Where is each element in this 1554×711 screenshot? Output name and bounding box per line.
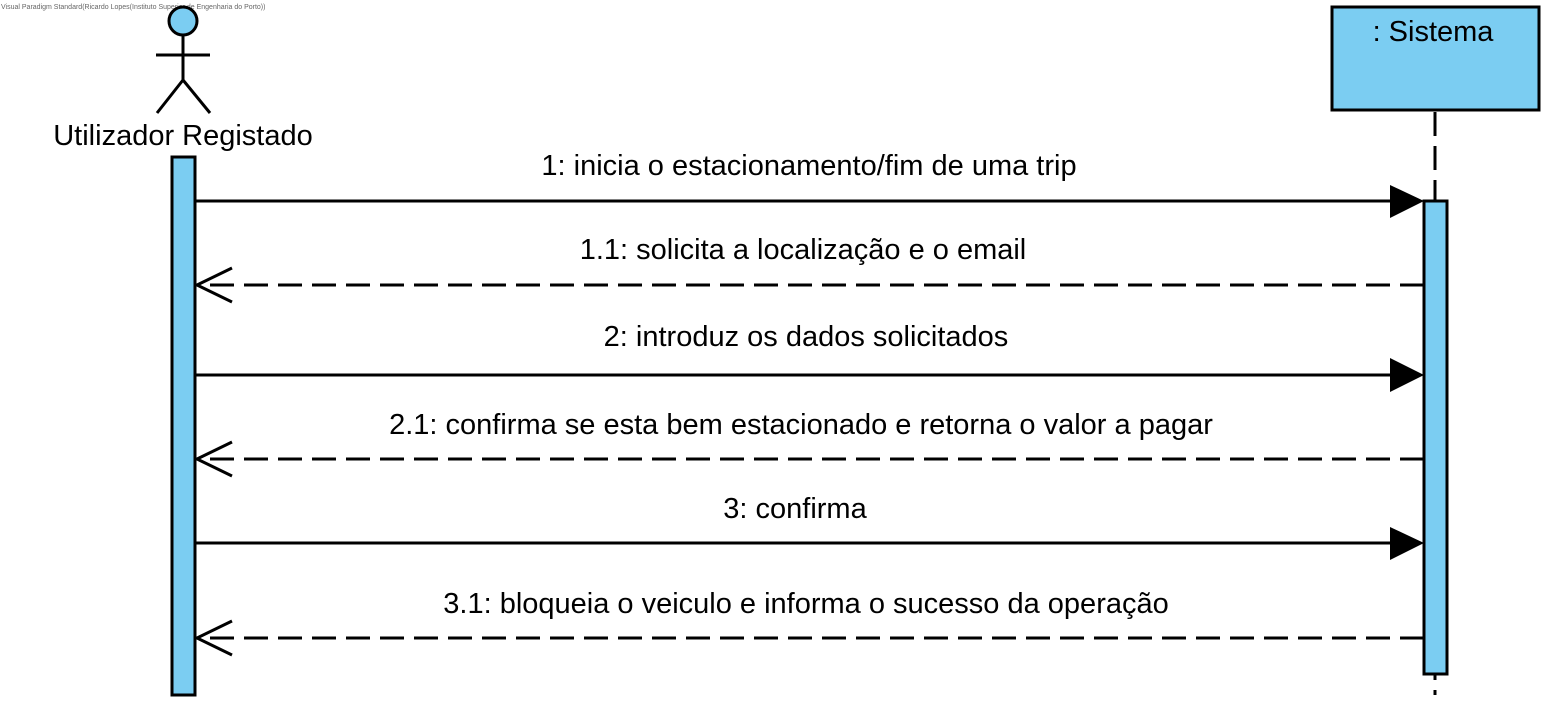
open-arrowhead-icon [193,619,233,657]
message-3[interactable]: 3: confirma [196,493,1424,560]
message-3-1[interactable]: 3.1: bloqueia o veiculo e informa o suce… [193,588,1424,657]
filled-arrowhead-icon [1390,358,1424,392]
object-name: : Sistema [1373,16,1495,48]
actor-head [167,5,199,37]
filled-arrowhead-icon [1390,185,1424,218]
message-label: 1: inicia o estacionamento/fim de uma tr… [541,150,1076,182]
message-2-1[interactable]: 2.1: confirma se esta bem estacionado e … [193,409,1424,478]
message-1[interactable]: 1: inicia o estacionamento/fim de uma tr… [196,150,1424,218]
stick-figure-actor-icon [155,5,212,114]
system-activation-bar [1422,199,1449,676]
message-label: 1.1: solicita a localização e o email [580,234,1027,266]
message-label: 2.1: confirma se esta bem estacionado e … [389,409,1213,441]
open-arrowhead-icon [193,440,233,478]
actor-name: Utilizador Registado [53,120,313,152]
actor-activation-bar [170,155,197,697]
message-label: 2: introduz os dados solicitados [604,321,1009,353]
actor-utilizador-registado[interactable]: Utilizador Registado [53,5,313,152]
open-arrowhead-icon [193,266,233,304]
object-sistema[interactable]: : Sistema [1330,5,1541,112]
filled-arrowhead-icon [1390,527,1424,560]
message-1-1[interactable]: 1.1: solicita a localização e o email [193,234,1424,304]
watermark-text: Visual Paradigm Standard(Ricardo Lopes(I… [1,4,265,11]
actor-leg-right [181,79,212,114]
message-label: 3.1: bloqueia o veiculo e informa o suce… [443,588,1168,620]
message-2[interactable]: 2: introduz os dados solicitados [196,321,1424,392]
object-box [1330,5,1541,112]
message-label: 3: confirma [723,493,867,525]
actor-leg-left [155,79,185,114]
